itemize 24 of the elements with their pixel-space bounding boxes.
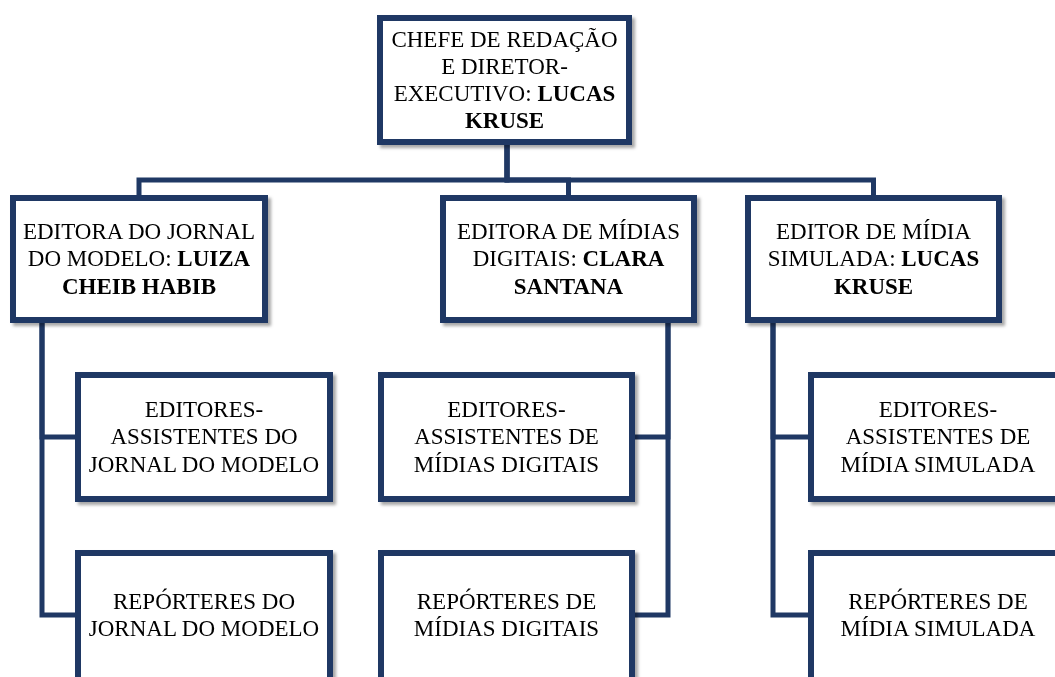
- connector-line: [770, 323, 808, 618]
- team-box: [378, 372, 635, 502]
- box-label: EDITORES-ASSISTENTES DO JORNAL DO MODELO: [87, 396, 321, 478]
- chief-editor-box: [377, 15, 632, 145]
- box-label: EDITORA DE MÍDIAS DIGITAIS: CLARA SANTANA: [455, 218, 682, 300]
- connector-line: [504, 145, 876, 195]
- editor-box: [10, 195, 268, 323]
- team-box: [75, 372, 333, 502]
- editor-box: [440, 195, 697, 323]
- box-label: REPÓRTERES DO JORNAL DO MODELO: [87, 588, 321, 643]
- team-box: [808, 550, 1055, 677]
- box-label: EDITORA DO JORNAL DO MODELO: LUIZA CHEIB HABIB: [21, 218, 257, 300]
- box-label: CHEFE DE REDAÇÃO E DIRETOR-EXECUTIVO: LUCAS KRUSE: [390, 25, 619, 135]
- editor-box: [745, 195, 1002, 323]
- box-label: REPÓRTERES DE MÍDIAS DIGITAIS: [412, 588, 601, 643]
- team-box: [808, 372, 1055, 502]
- box-label: EDITORES-ASSISTENTES DE MÍDIAS DIGITAIS: [412, 396, 601, 478]
- team-box: [378, 550, 635, 677]
- box-label: EDITORES-ASSISTENTES DE MÍDIA SIMULADA: [839, 396, 1037, 478]
- team-box: [75, 550, 333, 677]
- connector-line: [635, 323, 671, 618]
- box-label: REPÓRTERES DE MÍDIA SIMULADA: [839, 588, 1037, 643]
- connector-line: [39, 323, 75, 618]
- box-label: EDITOR DE MÍDIA SIMULADA: LUCAS KRUSE: [766, 218, 981, 300]
